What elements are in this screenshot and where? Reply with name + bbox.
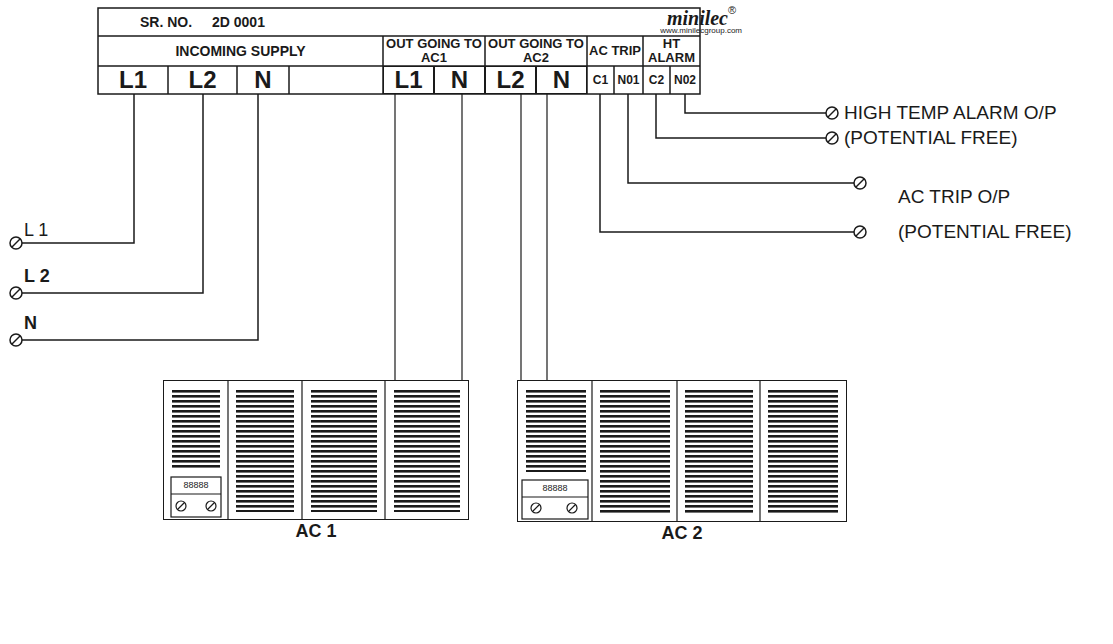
terminal-name: L1 bbox=[98, 66, 168, 94]
terminal-name: N bbox=[237, 66, 289, 94]
section-header: OUT GOING TO AC2 bbox=[485, 36, 587, 66]
air-conditioner: AC 2 bbox=[517, 380, 847, 522]
unit-name: AC 1 bbox=[164, 522, 468, 540]
terminal-name: L2 bbox=[168, 66, 237, 94]
supply-label: L 2 bbox=[24, 266, 74, 286]
unit-name: AC 2 bbox=[518, 524, 846, 542]
trip-wire bbox=[600, 94, 854, 232]
contact-name: C2 bbox=[643, 66, 670, 94]
output-wire bbox=[461, 94, 462, 380]
contact-name: C1 bbox=[587, 66, 614, 94]
serial-number: 2D 0001 bbox=[212, 10, 292, 34]
air-conditioner: AC 1 bbox=[163, 380, 469, 520]
ac-unit-drawing bbox=[171, 380, 460, 520]
supply-wire bbox=[22, 94, 203, 293]
display-digits: 88888 bbox=[522, 481, 588, 496]
alarm-wire bbox=[685, 94, 826, 113]
output-terminal: N bbox=[536, 66, 587, 94]
ac-unit-drawing bbox=[522, 380, 838, 522]
terminal-name: L1 bbox=[394, 68, 422, 92]
output-label: (POTENTIAL FREE) bbox=[844, 127, 1110, 149]
alarm-wire bbox=[656, 94, 826, 138]
registered-mark: ® bbox=[728, 4, 742, 18]
output-label: AC TRIP O/P bbox=[898, 186, 1110, 208]
supply-label: L 1 bbox=[24, 220, 74, 240]
supply-wire bbox=[22, 94, 258, 340]
output-terminal: L2 bbox=[485, 66, 536, 94]
output-wire bbox=[520, 94, 521, 380]
terminal-name: L2 bbox=[496, 68, 524, 92]
output-label: (POTENTIAL FREE) bbox=[898, 221, 1110, 243]
trip-wire bbox=[628, 94, 854, 183]
contact-name: N01 bbox=[614, 66, 643, 94]
output-wire bbox=[546, 94, 547, 380]
section-header: HT ALARM bbox=[643, 36, 700, 66]
terminal-panel bbox=[98, 8, 700, 94]
supply-wire bbox=[22, 94, 134, 243]
section-header: OUT GOING TO AC1 bbox=[383, 36, 485, 66]
display-digits: 88888 bbox=[171, 478, 221, 493]
output-terminal: L1 bbox=[383, 66, 434, 94]
output-label: HIGH TEMP ALARM O/P bbox=[844, 102, 1110, 124]
output-terminal: N bbox=[434, 66, 485, 94]
contact-name: N02 bbox=[670, 66, 700, 94]
serial-label: SR. NO. bbox=[140, 10, 210, 34]
section-header: AC TRIP bbox=[587, 36, 643, 66]
terminal-name: N bbox=[451, 68, 468, 92]
brand-website: www.minilecgroup.com bbox=[600, 26, 742, 36]
terminal-name: N bbox=[553, 68, 570, 92]
supply-label: N bbox=[24, 312, 74, 334]
section-header: INCOMING SUPPLY bbox=[98, 36, 383, 66]
output-wire bbox=[394, 94, 395, 380]
